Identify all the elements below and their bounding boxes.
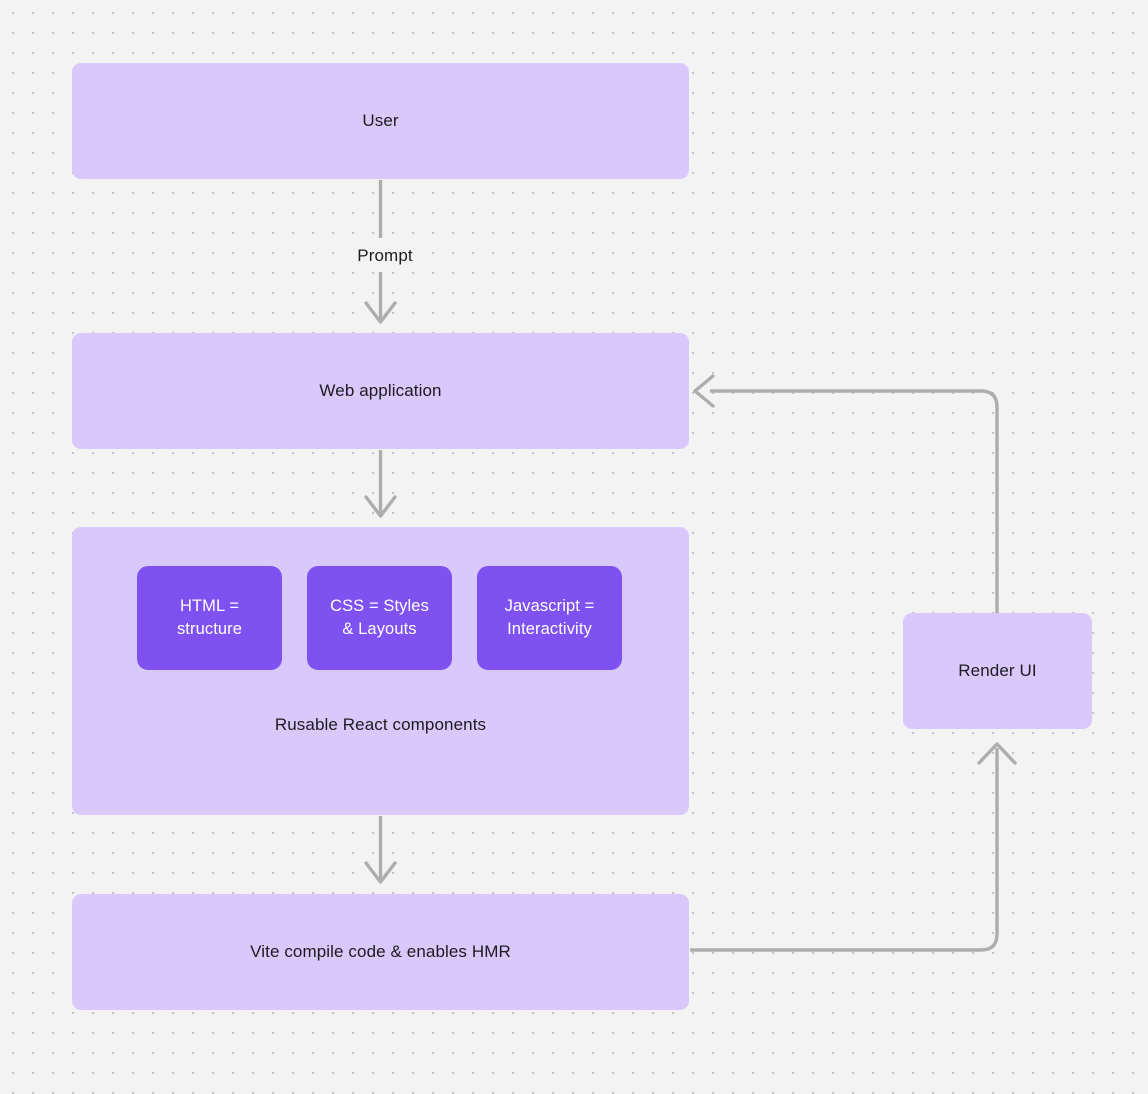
edge-label-prompt: Prompt <box>341 244 429 268</box>
edge-render-to-webapp <box>710 389 999 613</box>
arrowhead-webapp-to-components <box>364 495 397 518</box>
arrowhead-vite-to-render <box>977 742 1017 765</box>
node-web-application[interactable]: Web application <box>72 333 689 449</box>
arrowhead-components-to-vite <box>364 861 397 884</box>
arrowhead-prompt-to-webapp <box>364 301 397 324</box>
node-html[interactable]: HTML = structure <box>137 566 282 670</box>
components-group-caption: Rusable React components <box>274 715 487 734</box>
node-user[interactable]: User <box>72 63 689 179</box>
arrowhead-render-to-webapp <box>693 374 715 408</box>
node-css[interactable]: CSS = Styles & Layouts <box>307 566 452 670</box>
node-vite[interactable]: Vite compile code & enables HMR <box>72 894 689 1010</box>
node-javascript[interactable]: Javascript = Interactivity <box>477 566 622 670</box>
edge-vite-to-render <box>690 748 999 952</box>
node-render-ui[interactable]: Render UI <box>903 613 1092 729</box>
